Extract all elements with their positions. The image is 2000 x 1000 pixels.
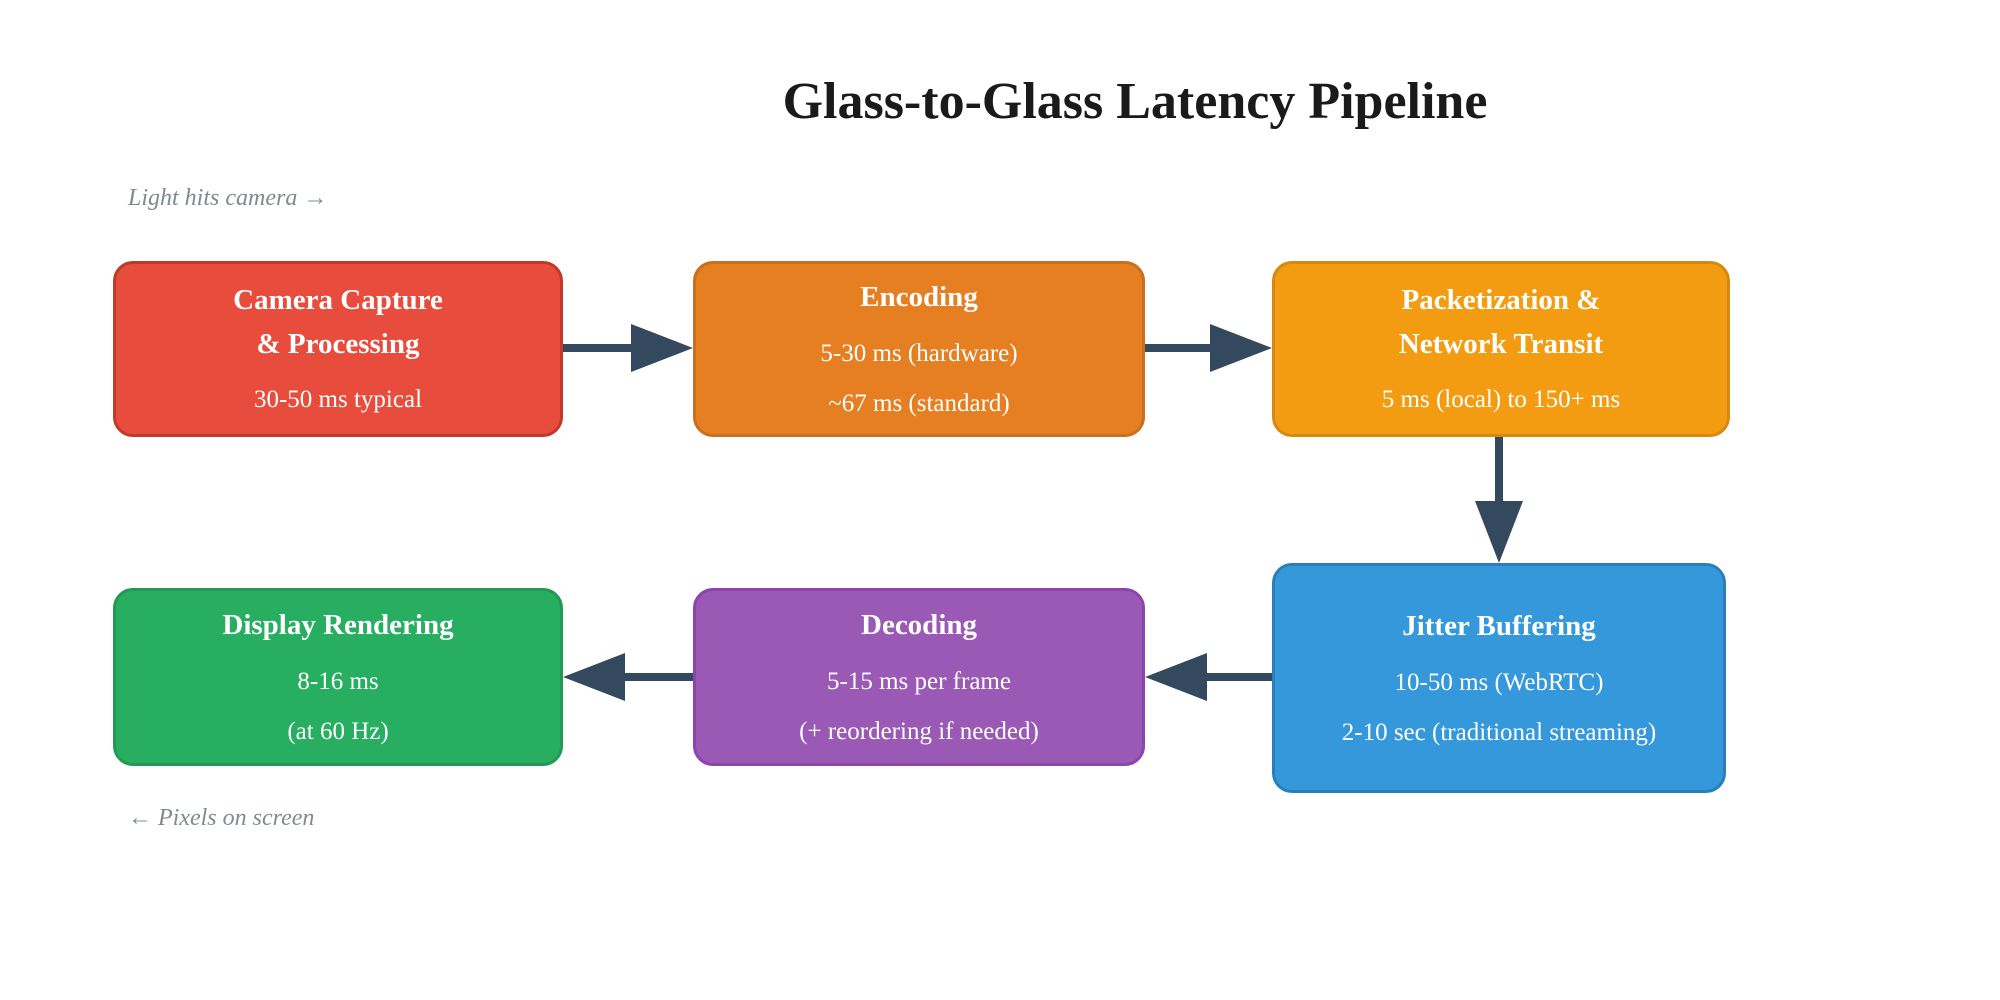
node-encoding: Encoding 5-30 ms (hardware) ~67 ms (stan…: [693, 261, 1145, 437]
arrowhead-down-icon: [1475, 501, 1523, 563]
node-packetization-network-transit: Packetization & Network Transit 5 ms (lo…: [1272, 261, 1730, 437]
node-packetization-details: 5 ms (local) to 150+ ms: [1381, 386, 1621, 414]
node-camera-capture: Camera Capture & Processing 30-50 ms typ…: [113, 261, 563, 437]
arrow-shaft: [623, 673, 693, 681]
node-decoding-details: 5-15 ms per frame (+ reordering if neede…: [799, 667, 1039, 745]
caption-light-hits-camera: Light hits camera →: [128, 185, 328, 211]
arrowhead-left-icon: [1145, 653, 1207, 701]
node-camera-capture-details: 30-50 ms typical: [253, 386, 423, 414]
node-display-rendering-title: Display Rendering: [222, 609, 454, 641]
arrowhead-left-icon: [563, 653, 625, 701]
arrow-shaft: [1495, 437, 1503, 503]
node-packetization-title: Packetization & Network Transit: [1398, 284, 1604, 360]
arrow-shaft: [1145, 344, 1212, 352]
node-encoding-title: Encoding: [860, 281, 978, 313]
caption-pixels-on-screen: ← Pixels on screen: [128, 805, 315, 831]
arrow-encoding-to-packetization: [1145, 324, 1272, 372]
node-encoding-details: 5-30 ms (hardware) ~67 ms (standard): [820, 339, 1018, 417]
arrowhead-right-icon: [631, 324, 693, 372]
arrowhead-right-icon: [1210, 324, 1272, 372]
arrow-decoding-to-display: [563, 653, 693, 701]
node-jitter-buffering-title: Jitter Buffering: [1402, 610, 1596, 642]
arrow-shaft: [1205, 673, 1272, 681]
node-camera-capture-title: Camera Capture & Processing: [233, 284, 443, 360]
node-display-rendering-details: 8-16 ms (at 60 Hz): [287, 667, 389, 745]
arrow-jitter-to-decoding: [1145, 653, 1272, 701]
node-decoding-title: Decoding: [861, 609, 977, 641]
arrow-packetization-to-jitter: [1475, 437, 1523, 563]
arrow-camera-to-encoding: [563, 324, 693, 372]
node-jitter-buffering: Jitter Buffering 10-50 ms (WebRTC) 2-10 …: [1272, 563, 1726, 793]
node-decoding: Decoding 5-15 ms per frame (+ reordering…: [693, 588, 1145, 766]
page-title: Glass-to-Glass Latency Pipeline: [782, 73, 1488, 130]
arrow-shaft: [563, 344, 633, 352]
node-display-rendering: Display Rendering 8-16 ms (at 60 Hz): [113, 588, 563, 766]
node-jitter-buffering-details: 10-50 ms (WebRTC) 2-10 sec (traditional …: [1341, 668, 1657, 746]
